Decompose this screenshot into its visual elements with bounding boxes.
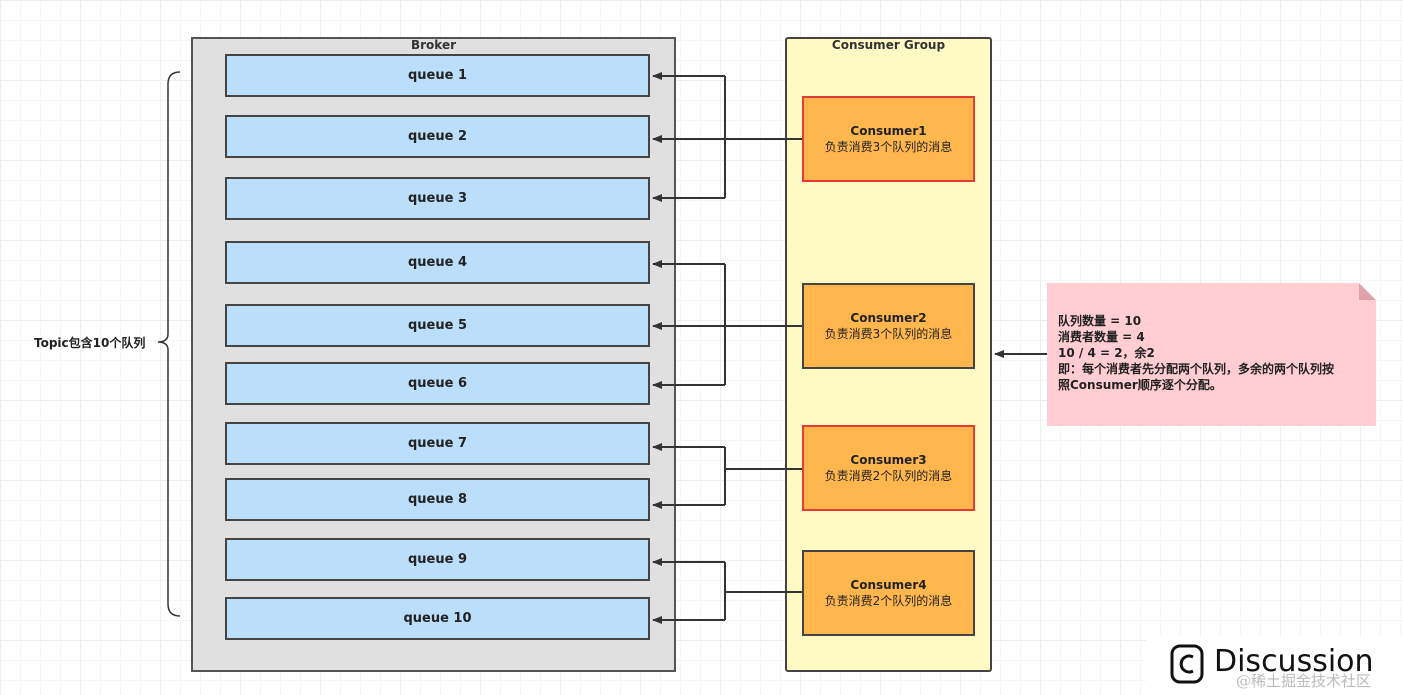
consumer-name: Consumer3: [850, 453, 927, 467]
note-line: 队列数量 = 10: [1058, 314, 1142, 328]
consumer-group-title: Consumer Group: [831, 38, 946, 52]
note-fold-corner: [1359, 283, 1376, 300]
consumer-desc: 负责消费2个队列的消息: [824, 594, 953, 608]
allocation-note: [1047, 283, 1376, 426]
queue-box: queue 9: [225, 538, 650, 581]
consumer-desc: 负责消费3个队列的消息: [824, 140, 953, 154]
queue-box: queue 8: [225, 478, 650, 521]
queue-box: queue 2: [225, 115, 650, 158]
consumer-box: Consumer2 负责消费3个队列的消息: [802, 283, 975, 369]
watermark-brand: Discussion: [1214, 644, 1374, 679]
copyright-c-icon: [1170, 644, 1204, 684]
note-line: 即：每个消费者先分配两个队列，多余的两个队列按: [1058, 362, 1335, 376]
consumer-desc: 负责消费3个队列的消息: [824, 327, 953, 341]
queue-box: queue 1: [225, 54, 650, 97]
consumer-name: Consumer1: [850, 124, 927, 138]
queue-box: queue 6: [225, 362, 650, 405]
consumer-box: Consumer4 负责消费2个队列的消息: [802, 550, 975, 636]
queue-box: queue 4: [225, 241, 650, 284]
consumer-box: Consumer3 负责消费2个队列的消息: [802, 425, 975, 511]
note-line: 消费者数量 = 4: [1058, 330, 1145, 344]
queue-box: queue 3: [225, 177, 650, 220]
consumer-box: Consumer1 负责消费3个队列的消息: [802, 96, 975, 182]
allocation-note-text: 队列数量 = 10 消费者数量 = 4 10 / 4 = 2，余2 即：每个消费…: [1058, 313, 1370, 393]
consumer-name: Consumer4: [850, 578, 927, 592]
broker-title: Broker: [410, 38, 457, 52]
watermark-credit: @稀土掘金技术社区: [1236, 672, 1372, 690]
note-line: 照Consumer顺序逐个分配。: [1058, 378, 1222, 392]
queue-box: queue 10: [225, 597, 650, 640]
topic-brace: [157, 71, 181, 617]
consumer-desc: 负责消费2个队列的消息: [824, 469, 953, 483]
queue-box: queue 7: [225, 422, 650, 465]
topic-label: Topic包含10个队列: [34, 336, 146, 350]
note-line: 10 / 4 = 2，余2: [1058, 346, 1155, 360]
consumer-name: Consumer2: [850, 311, 927, 325]
queue-box: queue 5: [225, 304, 650, 347]
